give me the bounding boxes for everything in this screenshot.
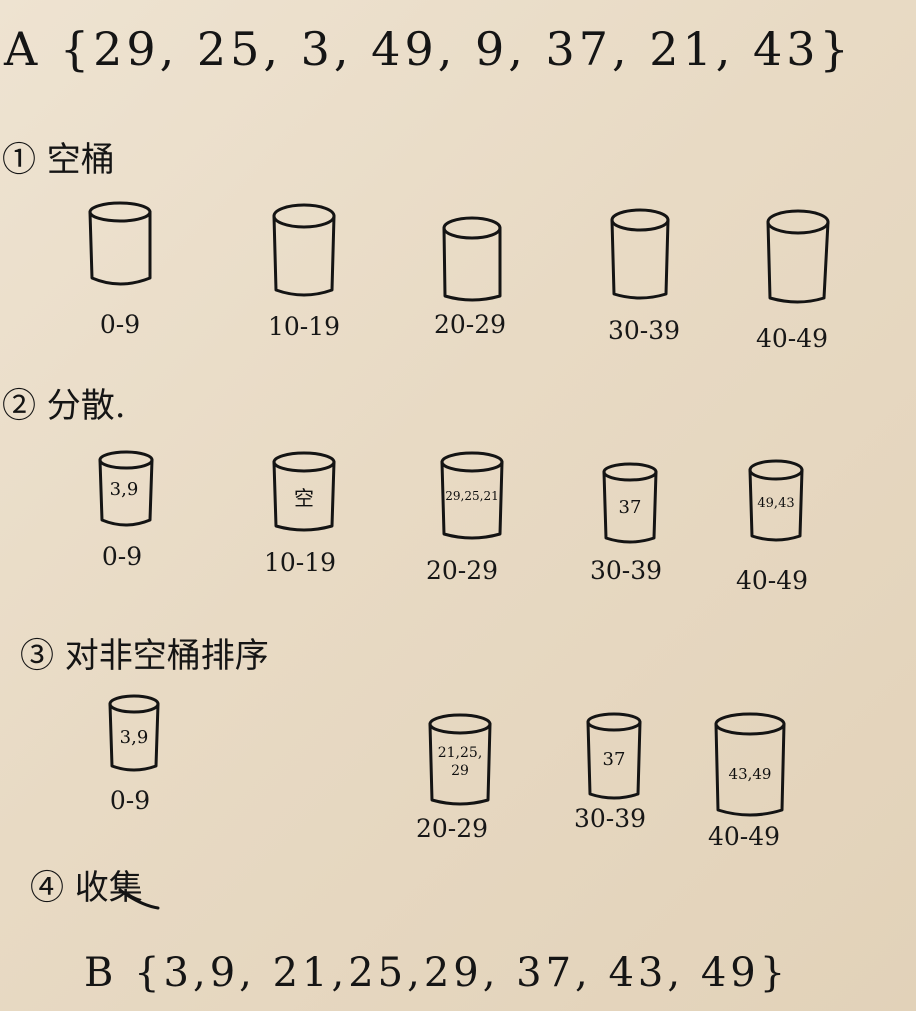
bucket-label: 0-9 [99, 310, 141, 339]
output-array-label: B {3,9, 21,25,29, 37, 43, 49} [84, 950, 790, 996]
bucket-label: 0-9 [109, 786, 151, 815]
bucket-30-39-step2 [602, 462, 658, 544]
bucket-label: 10-19 [267, 312, 341, 341]
input-array-label: A {29, 25, 3, 49, 9, 37, 21, 43} [4, 22, 853, 76]
bucket-content: 29,25,21 [445, 489, 499, 503]
bucket-40-49-step1 [766, 209, 830, 304]
bucket-label: 30-39 [573, 804, 647, 833]
bucket-40-49-step3 [714, 712, 786, 817]
step-3-title: ③ 对非空桶排序 [20, 636, 269, 676]
bucket-content: 3,9 [119, 727, 149, 748]
bucket-label: 30-39 [607, 316, 681, 345]
bucket-content: 3,9 [109, 479, 139, 500]
bucket-content: 49,43 [757, 496, 795, 511]
bucket-label: 20-29 [415, 814, 489, 843]
bucket-0-9-step1 [88, 201, 152, 286]
bucket-10-19-step2 [272, 451, 336, 532]
bucket-label: 40-49 [755, 324, 829, 353]
bucket-20-29-step1 [442, 216, 502, 302]
bucket-label: 20-29 [433, 310, 507, 339]
bucket-label: 40-49 [707, 822, 781, 851]
bucket-content: 空 [294, 486, 314, 510]
bucket-label: 0-9 [101, 542, 143, 571]
bucket-label: 30-39 [589, 556, 663, 585]
bucket-content: 43,49 [728, 765, 772, 783]
bucket-content: 37 [618, 497, 642, 518]
bucket-10-19-step1 [272, 203, 336, 297]
bucket-20-29-step2 [440, 451, 504, 540]
bucket-40-49-step2 [748, 459, 804, 542]
bucket-label: 20-29 [425, 556, 499, 585]
bucket-30-39-step3 [586, 712, 642, 800]
flourish-stroke [118, 888, 160, 910]
step-4-title: ④ 收集 [30, 868, 143, 908]
step-1-title: ① 空桶 [2, 140, 115, 180]
bucket-30-39-step1 [610, 208, 670, 300]
step-2-title: ② 分散. [2, 386, 126, 426]
bucket-0-9-step2 [98, 450, 154, 527]
bucket-content: 21,25, 29 [437, 745, 483, 779]
bucket-20-29-step3 [428, 713, 492, 806]
bucket-content: 37 [602, 749, 626, 770]
bucket-label: 40-49 [735, 566, 809, 595]
bucket-0-9-step3 [108, 694, 160, 772]
bucket-label: 10-19 [263, 548, 337, 577]
